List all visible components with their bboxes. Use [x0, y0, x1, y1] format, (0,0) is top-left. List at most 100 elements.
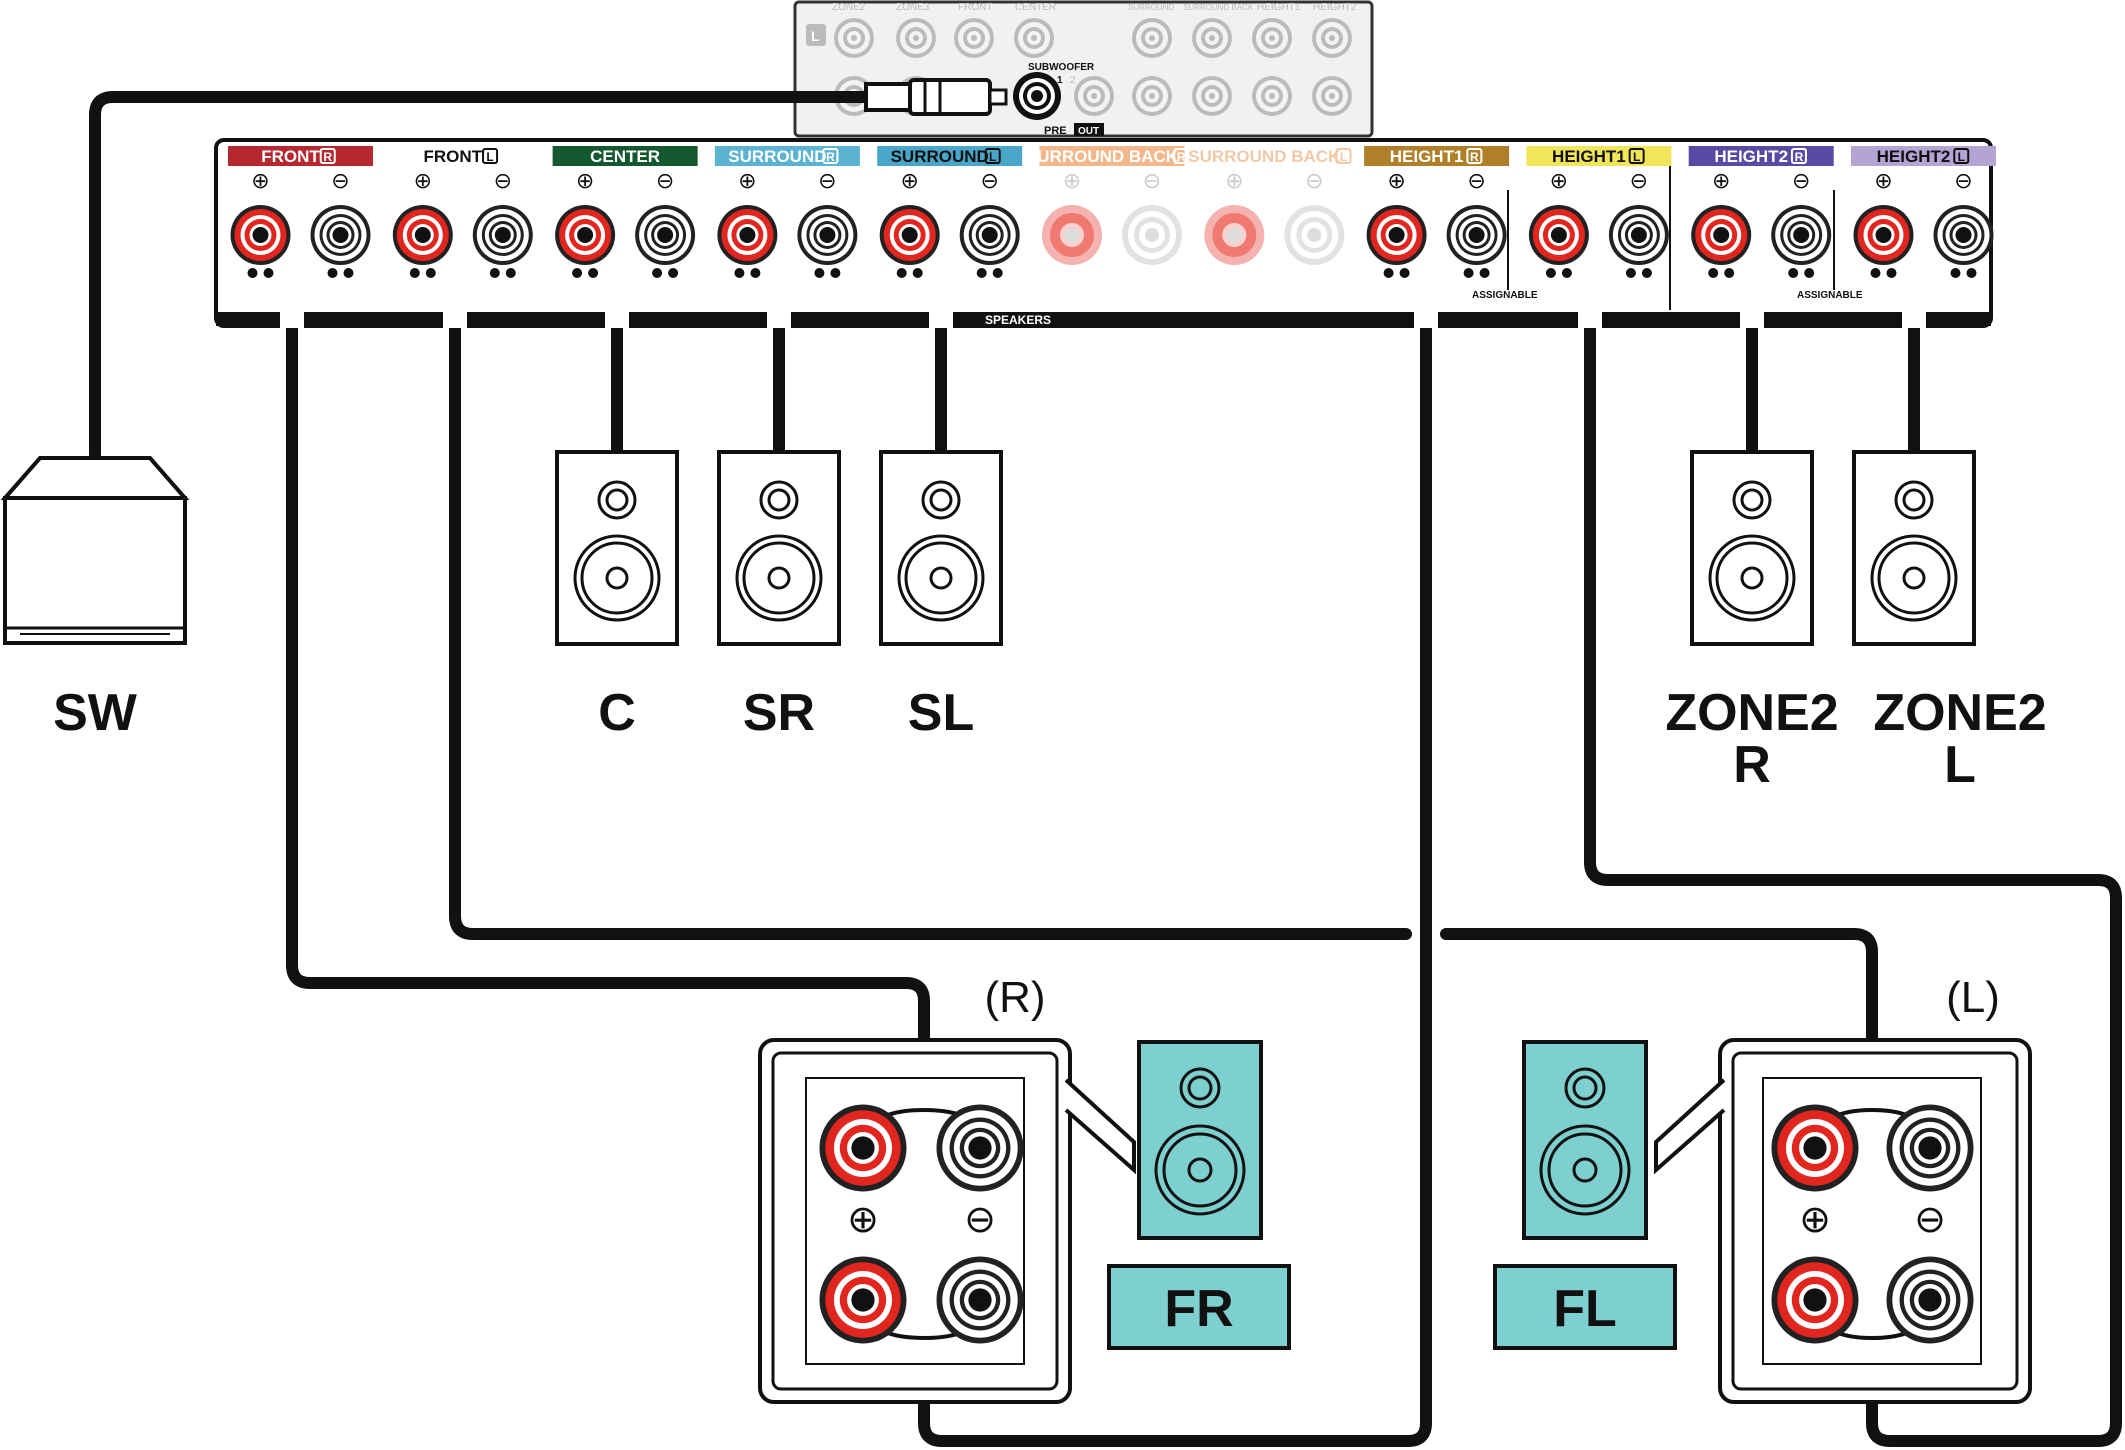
channel-tag-label: FRONT	[261, 147, 320, 166]
minus-terminal	[310, 205, 371, 265]
fl-plus-symbol: ⊕	[1799, 1199, 1831, 1241]
subwoofer-number: 1	[1057, 75, 1063, 86]
pre-out-channel-label: HEIGHT2	[1313, 2, 1357, 13]
plus-terminal	[1691, 205, 1752, 265]
fr-label-box	[1107, 1264, 1291, 1350]
sl-label: SL	[908, 684, 974, 742]
fr-upper-minus-terminal	[936, 1104, 1024, 1192]
pre-out-channel-label: HEIGHT1	[1257, 2, 1301, 13]
zone2-l-label-line1: ZONE2	[1873, 684, 2046, 742]
fr-terminal-panel: ⊕ ⊖	[758, 1038, 1136, 1404]
minus-terminal	[1284, 205, 1345, 265]
channel-tag-bg	[1039, 146, 1185, 166]
polarity-symbol: ⊖	[656, 168, 674, 193]
fl-terminal-panel: ⊕ ⊖	[1654, 1038, 2032, 1404]
channel-tag-label: SURROUND	[891, 147, 989, 166]
channel-side-letter: L	[1958, 150, 1965, 164]
pre-out-jack	[1312, 76, 1352, 116]
channel-side-letter: L	[989, 150, 996, 164]
pre-out-jack	[1312, 18, 1352, 58]
pre-out-channel-label: ZONE3	[896, 2, 930, 13]
subwoofer-cable	[89, 91, 876, 461]
polarity-symbol: ⊕	[900, 168, 918, 193]
minus-terminal	[635, 205, 696, 265]
subwoofer-label: SUBWOOFER	[1028, 62, 1095, 73]
assignable-label: ASSIGNABLE	[1797, 290, 1863, 301]
fr-lower-plus-terminal	[819, 1256, 907, 1344]
plus-terminal	[1853, 205, 1914, 265]
fr-upper-plus-terminal	[819, 1104, 907, 1192]
channel-side-letter: R	[826, 150, 835, 164]
subwoofer	[0, 456, 190, 645]
channel-side-letter: R	[1795, 150, 1804, 164]
pre-out-channel-label: ZONE2	[832, 2, 866, 13]
channel-side-letter: L	[486, 150, 493, 164]
channel-side-letter: R	[1470, 150, 1479, 164]
front-l-cable-a	[449, 262, 1412, 940]
polarity-symbol: ⊕	[1550, 168, 1568, 193]
subwoofer-number: 2	[1070, 75, 1076, 86]
polarity-symbol: ⊖	[980, 168, 998, 193]
zone2-r-label-line2: R	[1733, 736, 1771, 794]
polarity-symbol: ⊖	[1954, 168, 1972, 193]
channel-tag-bg	[390, 146, 536, 166]
polarity-symbol: ⊖	[494, 168, 512, 193]
plus-terminal	[1042, 205, 1102, 265]
polarity-symbol: ⊖	[1792, 168, 1810, 193]
zone2-l-label-line2: L	[1944, 736, 1976, 794]
fl-speaker	[1522, 1040, 1648, 1240]
channel-tag-bg	[1201, 146, 1347, 166]
c-label: C	[598, 684, 636, 742]
fl-lower-plus-terminal	[1771, 1256, 1859, 1344]
pre-out-jack	[1192, 18, 1232, 58]
pre-out-channel-label: FRONT	[958, 2, 992, 13]
sw-label: SW	[53, 684, 138, 742]
minus-terminal	[472, 205, 533, 265]
channel-tag-bg	[1688, 146, 1834, 166]
pre-out-jack	[834, 18, 874, 58]
polarity-symbol: ⊕	[414, 168, 432, 193]
channel-tag-label: SURROUND BACK	[1188, 147, 1341, 166]
pre-out-jack	[1132, 18, 1172, 58]
zone2-r-speaker	[1690, 450, 1814, 646]
front-r-cable	[286, 262, 930, 1111]
minus-terminal	[959, 205, 1020, 265]
channel-tag-label: SURROUND	[728, 147, 826, 166]
polarity-symbol: ⊕	[1387, 168, 1405, 193]
channel-tag-label: HEIGHT2	[1877, 147, 1951, 166]
channel-tag-bg	[228, 146, 373, 166]
left-paren-label: (L)	[1946, 973, 2000, 1022]
pre-out-panel: ZONE2 ZONE3 FRONT CENTER SURROUND SURROU…	[793, 0, 1374, 138]
pre-out-jack	[1132, 76, 1172, 116]
zone2-r-label-line1: ZONE2	[1665, 684, 1838, 742]
pre-out-channel-label: SURROUND	[1128, 3, 1174, 12]
fl-upper-minus-terminal	[1886, 1104, 1974, 1192]
center-speaker	[555, 450, 679, 646]
speakers-label: SPEAKERS	[985, 313, 1051, 327]
channel-side-letter: L	[1340, 150, 1347, 164]
channel-tag-label: HEIGHT1	[1552, 147, 1626, 166]
polarity-symbol: ⊕	[738, 168, 756, 193]
channel-side-letter: R	[323, 150, 332, 164]
channel-side-letter: R	[1177, 150, 1186, 164]
fl-minus-symbol: ⊖	[1914, 1199, 1946, 1241]
polarity-symbol: ⊕	[1225, 168, 1243, 193]
pre-out-jack	[896, 18, 936, 58]
polarity-symbol: ⊕	[1712, 168, 1730, 193]
channel-tag-label: FRONT	[424, 147, 483, 166]
surround-r-speaker	[717, 450, 841, 646]
polarity-symbol: ⊖	[1305, 168, 1323, 193]
pre-out-channel-label: SURROUND BACK	[1183, 3, 1254, 12]
polarity-symbol: ⊖	[1467, 168, 1485, 193]
fr-label: FR	[1164, 1280, 1233, 1338]
plus-terminal	[717, 205, 778, 265]
polarity-symbol: ⊕	[251, 168, 269, 193]
polarity-symbol: ⊕	[1063, 168, 1081, 193]
fr-minus-symbol: ⊖	[964, 1199, 996, 1241]
assignable-label: ASSIGNABLE	[1472, 290, 1538, 301]
pre-out-channel-label: CENTER	[1015, 2, 1056, 13]
polarity-symbol: ⊕	[1874, 168, 1892, 193]
minus-terminal	[1771, 205, 1832, 265]
subwoofer-1-jack	[1013, 72, 1061, 120]
plus-terminal	[879, 205, 940, 265]
